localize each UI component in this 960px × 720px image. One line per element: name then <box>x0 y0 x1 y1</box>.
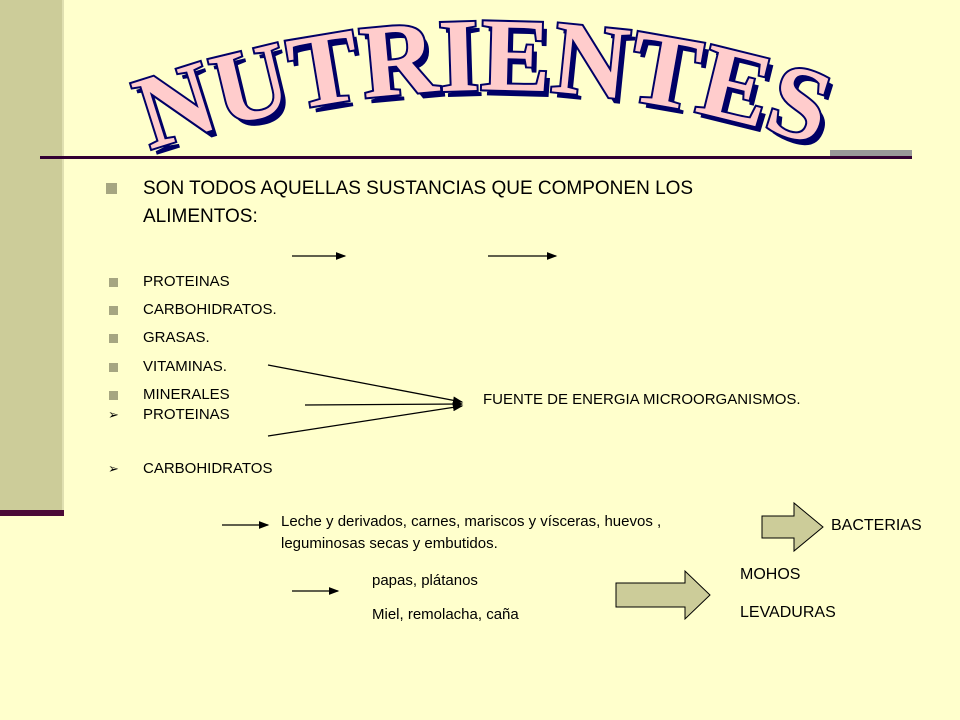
protein-sources-line-1: Leche y derivados, carnes, mariscos y ví… <box>281 513 662 530</box>
list-item: PROTEINAS <box>143 273 230 290</box>
list-item: CARBOHIDRATOS. <box>143 301 277 318</box>
carb-sources-line-1: papas, plátanos <box>372 572 478 589</box>
carb-sources-line-2: Miel, remolacha, caña <box>372 606 519 623</box>
title-shadow-bar <box>830 150 912 158</box>
arrow-bullet-icon: ➢ <box>108 461 119 476</box>
yeasts-label: LEVADURAS <box>740 604 836 621</box>
side-bar-base <box>0 510 64 516</box>
bullet-square <box>109 391 118 400</box>
block-arrow-icon <box>761 501 824 553</box>
intro-line-1: SON TODOS AQUELLAS SUSTANCIAS QUE COMPON… <box>143 178 694 199</box>
connector-arrow <box>304 400 464 408</box>
energy-label: FUENTE DE ENERGIA MICROORGANISMOS. <box>483 391 801 408</box>
bullet-square <box>109 334 118 343</box>
side-decoration-bar <box>0 0 62 512</box>
protein-sources-line-2: leguminosas secas y embutidos. <box>281 535 498 552</box>
bacteria-label: BACTERIAS <box>831 517 922 534</box>
bullet-square <box>109 278 118 287</box>
connector-arrow <box>267 364 464 405</box>
bullet-square <box>109 363 118 372</box>
intro-line-2: ALIMENTOS: <box>143 206 258 227</box>
list-item: MINERALES <box>143 386 230 403</box>
side-bar-edge <box>62 0 64 512</box>
connector-arrow <box>267 403 464 437</box>
molds-label: MOHOS <box>740 566 801 583</box>
list-item: PROTEINAS <box>143 406 230 423</box>
bullet-square <box>106 183 117 194</box>
list-item: GRASAS. <box>143 329 210 346</box>
block-arrow-icon <box>615 569 711 621</box>
title-underline <box>40 156 912 159</box>
list-item: CARBOHIDRATOS <box>143 460 273 477</box>
list-item: VITAMINAS. <box>143 358 227 375</box>
arrow-bullet-icon: ➢ <box>108 407 119 422</box>
bullet-square <box>109 306 118 315</box>
